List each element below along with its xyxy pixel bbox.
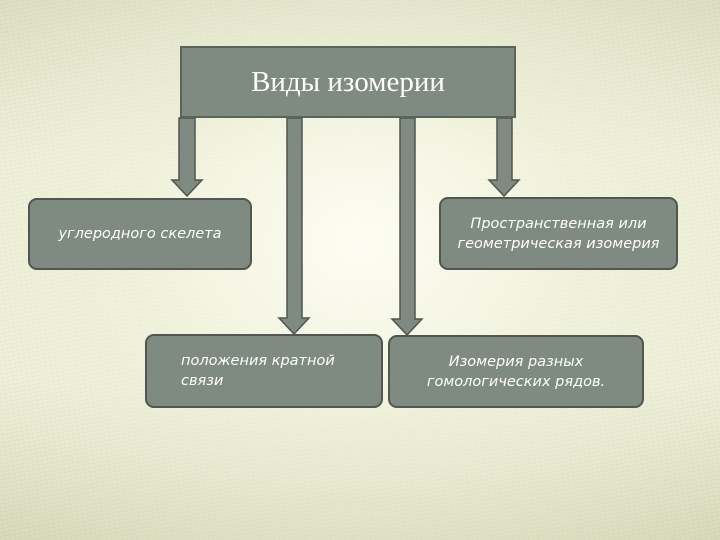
arrow-to-carbon-skeleton — [170, 117, 204, 198]
arrow-to-homologous-series — [390, 117, 424, 337]
node-label: Изомерия разных гомологических рядов. — [426, 353, 606, 390]
node-homologous-series: Изомерия разных гомологических рядов. — [388, 335, 644, 408]
arrow-to-multiple-bond — [277, 117, 311, 336]
node-label: Пространственная или геометрическая изом… — [457, 215, 660, 252]
node-label: углеродного скелета — [58, 226, 222, 242]
node-geometric-isomerism: Пространственная или геометрическая изом… — [439, 197, 678, 270]
node-carbon-skeleton: углеродного скелета — [28, 198, 252, 270]
node-multiple-bond-position: положения кратной связи — [145, 334, 383, 408]
node-label: положения кратной связи — [181, 353, 335, 389]
arrow-to-geometric — [487, 117, 521, 198]
diagram-title: Виды изомерии — [180, 46, 516, 118]
